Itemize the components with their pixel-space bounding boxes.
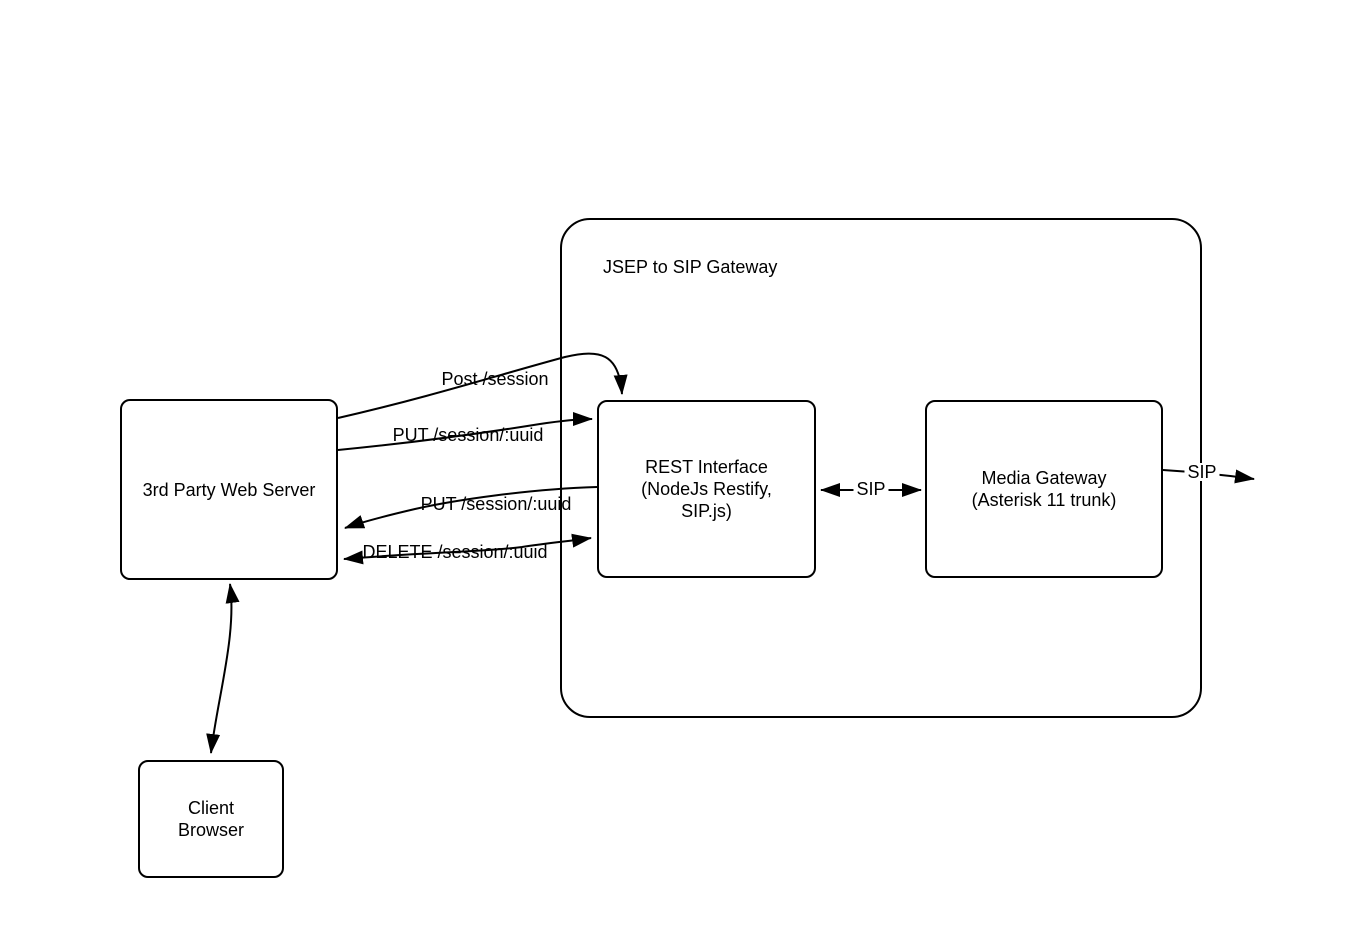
edge-client-link-line bbox=[206, 583, 240, 754]
edge-delete-session-line bbox=[343, 533, 592, 565]
edge-post-session-line bbox=[337, 352, 628, 419]
edge-delete-session-label: DELETE /session/:uuid bbox=[362, 542, 548, 562]
node-media-gateway-label-line2: (Asterisk 11 trunk) bbox=[971, 490, 1117, 510]
node-client-browser-label-line1: Client bbox=[187, 798, 235, 818]
edge-post-session-label: Post /session bbox=[441, 369, 549, 389]
edge-put-session-response-label: PUT /session/:uuid bbox=[420, 494, 572, 514]
edge-sip-external-label: SIP bbox=[1184, 463, 1220, 481]
edge-put-session-request-line bbox=[337, 412, 593, 451]
node-rest-interface-label-line2: (NodeJs Restify, bbox=[641, 479, 772, 499]
node-3rd-party-web-server: 3rd Party Web Server bbox=[120, 399, 338, 580]
node-media-gateway: Media Gateway (Asterisk 11 trunk) bbox=[925, 400, 1163, 578]
node-rest-interface-label-line3: SIP.js) bbox=[681, 501, 732, 521]
node-media-gateway-label-line1: Media Gateway bbox=[981, 468, 1107, 488]
edge-sip-internal-label: SIP bbox=[853, 480, 889, 498]
node-client-browser: Client Browser bbox=[138, 760, 284, 878]
node-client-browser-label-line2: Browser bbox=[177, 820, 244, 840]
node-3rd-party-web-server-label: 3rd Party Web Server bbox=[142, 479, 316, 500]
node-rest-interface-label-line1: REST Interface bbox=[645, 457, 768, 477]
group-jsep-to-sip-gateway-title: JSEP to SIP Gateway bbox=[603, 257, 778, 277]
edge-put-session-response-line bbox=[344, 486, 598, 529]
edge-put-session-request-label: PUT /session/:uuid bbox=[392, 425, 544, 445]
node-rest-interface: REST Interface (NodeJs Restify, SIP.js) bbox=[597, 400, 816, 578]
